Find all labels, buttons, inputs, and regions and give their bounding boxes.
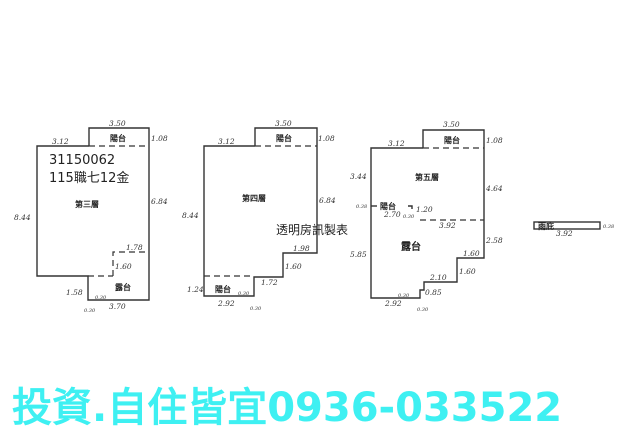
- dim-top-left: 3.12: [218, 137, 235, 146]
- dim-step-height-2: 0.85: [425, 288, 442, 297]
- dim-top-left: 3.12: [388, 139, 405, 148]
- dim-bottom-small: 0.30: [238, 291, 250, 297]
- dim-tick: 0.30: [250, 306, 262, 312]
- room-balcony: 陽台: [276, 133, 292, 143]
- dim-left-lower: 5.85: [350, 250, 367, 259]
- promo-banner: 投資.自住皆宜0936-033522: [12, 385, 563, 431]
- room-inner-balcony: 陽台: [380, 201, 396, 211]
- room-balcony: 陽台: [444, 135, 460, 145]
- room-floor-label: 第三層: [75, 199, 99, 209]
- dim-top-balcony: 3.50: [443, 120, 460, 129]
- dim-canopy-depth: 0.38: [603, 224, 614, 230]
- dim-balcony-depth: 1.08: [318, 134, 335, 143]
- dim-right-height: 6.84: [319, 196, 336, 205]
- case-code: 31150062: [49, 153, 116, 168]
- dim-step-height-1: 1.60: [459, 267, 476, 276]
- dim-inner-small: 0.30: [403, 214, 415, 220]
- dim-tick: 0.30: [417, 307, 429, 313]
- dim-bottom-left: 1.58: [66, 288, 83, 297]
- room-floor-label: 第四層: [242, 193, 266, 203]
- dim-canopy-width: 3.92: [556, 229, 573, 238]
- dim-step-width-1: 1.60: [463, 249, 480, 258]
- dim-bottom-small: 0.30: [95, 295, 107, 301]
- dim-step-width: 1.98: [293, 244, 310, 253]
- dim-inner-width: 2.70: [383, 210, 401, 219]
- dim-top-left: 3.12: [52, 137, 69, 146]
- dim-tick: 0.30: [84, 308, 96, 314]
- dim-step-height: 1.60: [115, 262, 132, 271]
- room-terrace: 露台: [401, 240, 421, 253]
- dim-inner-depth: 1.20: [416, 205, 433, 214]
- dim-balcony-depth: 1.08: [151, 134, 168, 143]
- room-lower-balcony: 陽台: [215, 284, 231, 294]
- dim-left-height: 8.44: [182, 211, 199, 220]
- dim-step-width: 1.78: [126, 243, 143, 252]
- room-canopy: 雨庇: [538, 221, 554, 231]
- dim-bottom-width: 3.70: [109, 302, 126, 311]
- dim-top-balcony: 3.50: [275, 119, 292, 128]
- room-terrace: 露台: [115, 282, 131, 292]
- plan-floor-3: 3.50 3.12 陽台 1.08 第三層 8.44 6.84 1.78 1.6…: [14, 119, 168, 314]
- dim-dash-width: 3.92: [439, 221, 456, 230]
- watermark-label: 透明房訊製表: [276, 223, 349, 237]
- dim-right-height: 6.84: [151, 197, 168, 206]
- dim-bottom-width: 2.92: [384, 299, 402, 308]
- dim-balcony-depth: 1.08: [486, 136, 503, 145]
- case-info: 31150062 115職七12金: [49, 152, 129, 188]
- dim-left-height: 8.44: [14, 213, 31, 222]
- dim-right-upper: 4.64: [485, 184, 503, 193]
- case-location: 115職七12金: [49, 171, 130, 186]
- dim-left-upper: 3.44: [350, 172, 367, 181]
- dim-bottom-left: 1.24: [187, 285, 204, 294]
- dim-step-width-2: 1.72: [261, 278, 278, 287]
- dim-step-height: 1.60: [285, 262, 302, 271]
- dim-bottom-small: 0.30: [398, 293, 410, 299]
- plan-floor-4: 3.50 3.12 陽台 1.08 第四層 8.44 6.84 1.98 1.6…: [182, 119, 336, 312]
- room-floor-label: 第五層: [415, 172, 439, 182]
- dim-top-balcony: 3.50: [109, 119, 126, 128]
- dim-bottom-width: 2.92: [217, 299, 235, 308]
- dim-step-width-2: 2.10: [429, 273, 447, 282]
- plan-floor-5: 3.50 3.12 陽台 1.08 第五層 3.44 4.64 0.38 陽台 …: [350, 120, 503, 313]
- room-balcony: 陽台: [110, 133, 126, 143]
- dim-right-lower: 2.58: [485, 236, 503, 245]
- dim-left-mid: 0.38: [356, 204, 367, 210]
- plan-canopy: 雨庇 0.38 3.92: [533, 221, 614, 238]
